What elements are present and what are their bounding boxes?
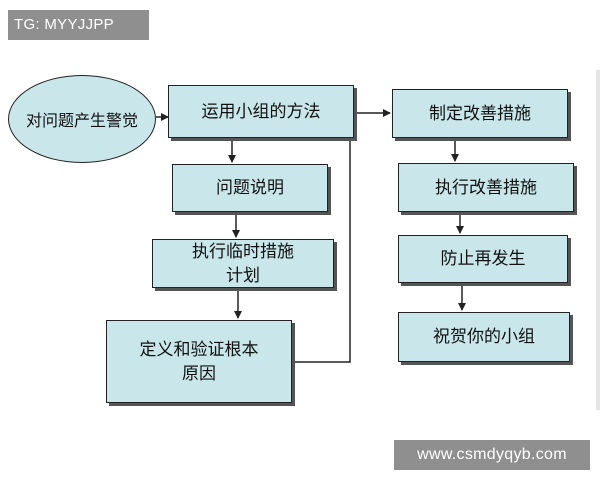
- step-8-congratulate-team: 祝贺你的小组: [398, 312, 570, 362]
- step-4-root-cause: 定义和验证根本 原因: [106, 320, 292, 403]
- step-2-problem-description: 问题说明: [172, 164, 328, 212]
- step-5-plan-corrective-action: 制定改善措施: [392, 89, 568, 138]
- right-edge-shade: [596, 70, 600, 410]
- step-1-team-approach: 运用小组的方法: [168, 85, 354, 138]
- step-7-prevent-recurrence: 防止再发生: [398, 235, 568, 283]
- start-node-alert: 对问题产生警觉: [8, 75, 156, 163]
- step-3-interim-containment: 执行临时措施 计划: [152, 239, 334, 288]
- watermark-bottom: www.csmdyqyb.com: [394, 440, 590, 470]
- arrow-step-4-to-step-5: [292, 109, 391, 363]
- step-6-implement-corrective-action: 执行改善措施: [398, 163, 574, 212]
- watermark-top: TG: MYYJJPP: [8, 10, 149, 40]
